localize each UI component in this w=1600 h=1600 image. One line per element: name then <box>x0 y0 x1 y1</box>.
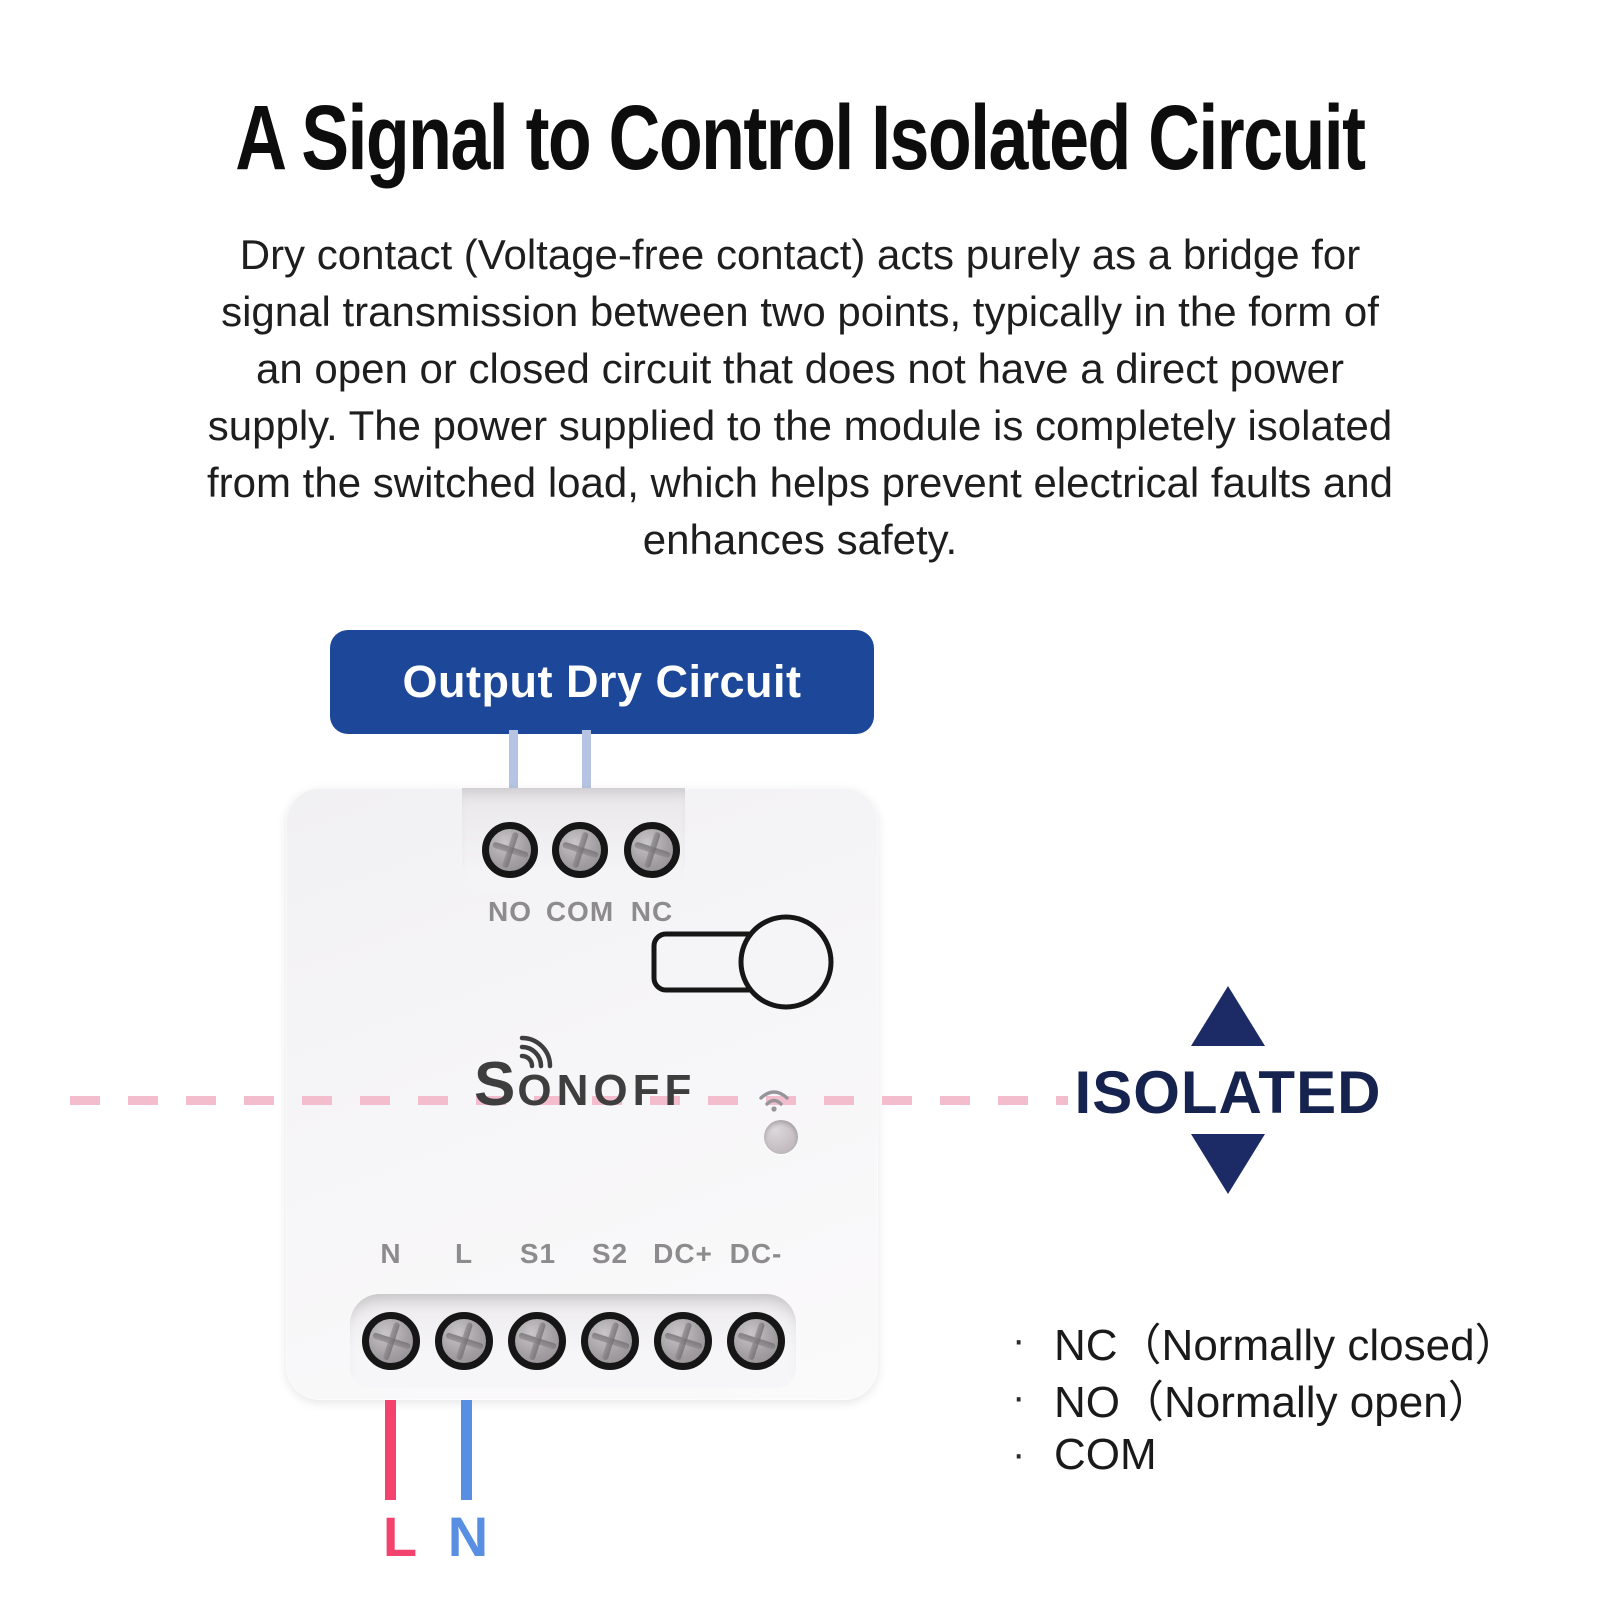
description: Dry contact (Voltage-free contact) acts … <box>0 226 1600 568</box>
description-line: from the switched load, which helps prev… <box>207 459 1393 506</box>
legend-text: COM <box>1054 1429 1157 1479</box>
wifi-signal-icon <box>759 1090 789 1112</box>
neutral-wire-label: N <box>447 1505 489 1568</box>
terminal-screw-l <box>435 1312 493 1370</box>
legend-item-nc: · NC（Normally closed） <box>1012 1312 1519 1370</box>
logo-wifi-waves-icon <box>519 1035 553 1069</box>
terminal-screw-n <box>362 1312 420 1370</box>
page-title: A Signal to Control Isolated Circuit <box>235 87 1366 189</box>
bullet-icon: · <box>1012 1432 1026 1476</box>
terminal-screw-s2 <box>581 1312 639 1370</box>
terminal-label-dc-plus: DC+ <box>653 1238 713 1269</box>
terminal-label-l: L <box>454 1238 474 1269</box>
sonoff-relay-module: NO COM NC S onoff N L S1 S2 DC+ DC- <box>286 788 878 1400</box>
bullet-icon: · <box>1012 1318 1026 1362</box>
reset-keyhole-icon <box>651 914 834 1010</box>
isolation-dashed-line <box>70 1096 1068 1105</box>
terminal-screw-s1 <box>508 1312 566 1370</box>
terminal-screw-nc <box>624 822 680 878</box>
description-line: an open or closed circuit that does not … <box>256 345 1344 392</box>
terminal-screw-dc-minus <box>727 1312 785 1370</box>
isolated-arrow-down-icon <box>1191 1134 1265 1194</box>
description-line: supply. The power supplied to the module… <box>207 402 1393 449</box>
terminal-screw-dc-plus <box>654 1312 712 1370</box>
led-indicator <box>764 1120 798 1154</box>
terminal-label-s2: S2 <box>591 1238 629 1269</box>
live-wire <box>385 1400 396 1500</box>
legend-text: NC（Normally closed） <box>1054 1320 1519 1370</box>
logo-letters-onoff: onoff <box>517 1066 697 1115</box>
terminal-label-com: COM <box>545 896 615 927</box>
terminal-label-no: NO <box>488 896 532 927</box>
terminal-label-dc-minus: DC- <box>729 1238 783 1269</box>
isolated-label: ISOLATED <box>1074 1059 1382 1126</box>
terminal-label-nc: NC <box>630 896 674 927</box>
bullet-icon: · <box>1012 1375 1026 1419</box>
terminal-legend: · NC（Normally closed） · NO（Normally open… <box>1012 1312 1519 1483</box>
description-line: Dry contact (Voltage-free contact) acts … <box>239 231 1361 278</box>
description-line: enhances safety. <box>642 516 958 563</box>
neutral-wire <box>461 1400 472 1500</box>
output-wire-right <box>582 730 591 792</box>
output-dry-circuit-badge: Output Dry Circuit <box>330 630 874 734</box>
description-line: signal transmission between two points, … <box>221 288 1379 335</box>
terminal-label-n: N <box>380 1238 402 1269</box>
output-wire-left <box>509 730 518 792</box>
legend-item-no: · NO（Normally open） <box>1012 1369 1519 1427</box>
badge-label: Output Dry Circuit <box>402 656 802 707</box>
legend-item-com: · COM <box>1012 1426 1519 1483</box>
sonoff-logo: S onoff <box>474 1035 697 1119</box>
terminal-screw-no <box>482 822 538 878</box>
legend-text: NO（Normally open） <box>1054 1377 1492 1427</box>
terminal-label-s1: S1 <box>519 1238 557 1269</box>
isolated-arrow-up-icon <box>1191 986 1265 1046</box>
logo-letter-s: S <box>474 1050 516 1119</box>
live-wire-label: L <box>382 1505 418 1568</box>
bottom-terminal-recess <box>350 1294 796 1388</box>
terminal-screw-com <box>552 822 608 878</box>
